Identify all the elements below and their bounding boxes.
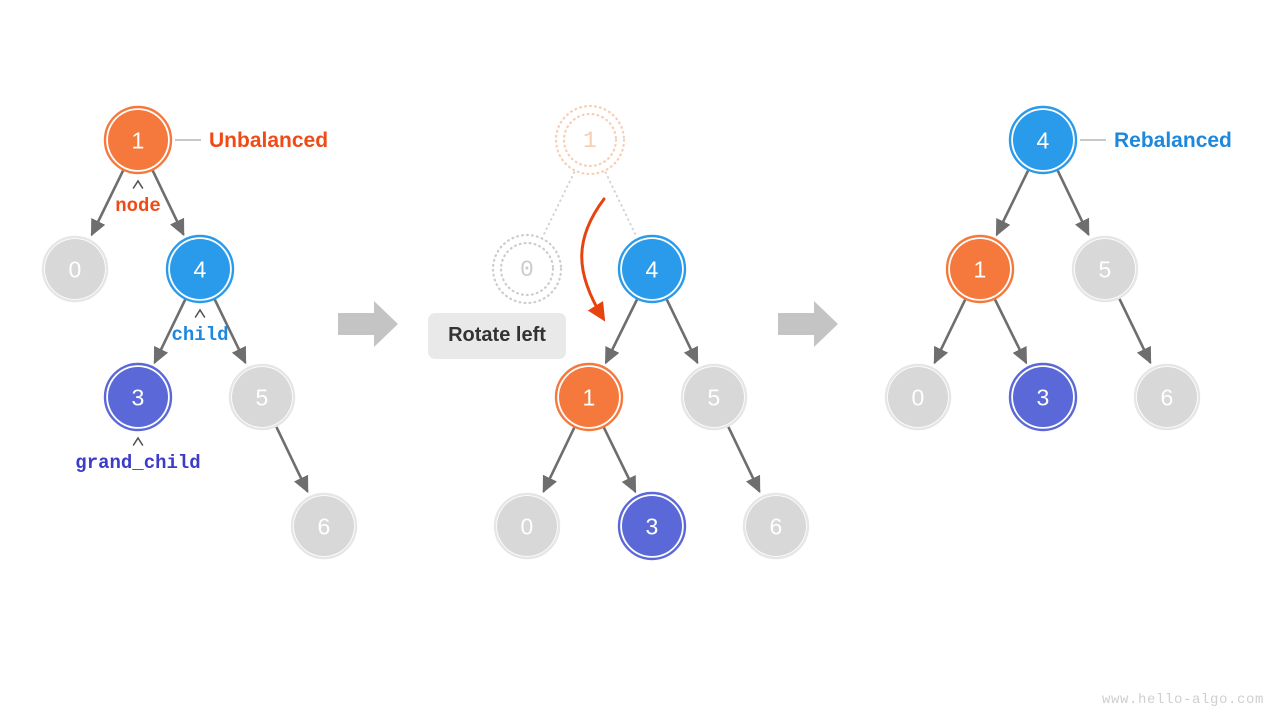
node-outer-ring — [1008, 105, 1078, 175]
tree-node-after-R6[interactable] — [1133, 363, 1201, 431]
tree-edge-during-M1g-M4 — [604, 171, 637, 237]
tree-edge-after-R4-R5 — [1056, 169, 1090, 237]
tree-node-after-R4[interactable] — [1008, 105, 1078, 175]
tree-edge-after-R1-R0 — [933, 298, 967, 365]
tree-edge-during-M4-M5 — [665, 298, 699, 365]
tree-edge-during-M4-M1 — [604, 298, 639, 365]
node-outer-ring — [617, 491, 687, 561]
node-circle — [1137, 367, 1197, 427]
annotation-caret-node — [132, 179, 144, 189]
step-arrow-1 — [338, 301, 398, 347]
callout-rebalanced: Rebalanced — [1114, 129, 1232, 152]
node-circle — [232, 367, 292, 427]
node-outer-ring — [103, 362, 173, 432]
tree-node-after-R0[interactable] — [884, 363, 952, 431]
node-circle — [684, 367, 744, 427]
node-outer-ring — [554, 362, 624, 432]
tree-node-before-L0[interactable] — [41, 235, 109, 303]
tree-node-during-M0[interactable] — [493, 492, 561, 560]
node-circle — [559, 367, 619, 427]
tree-node-after-R1[interactable] — [945, 234, 1015, 304]
node-outer-ring — [945, 234, 1015, 304]
tree-node-after-R3[interactable] — [1008, 362, 1078, 432]
node-circle — [294, 496, 354, 556]
node-outer-ring — [1008, 362, 1078, 432]
rotate-direction-arrow — [580, 197, 606, 322]
tree-node-during-M0g[interactable] — [491, 233, 563, 305]
step-arrow-2 — [778, 301, 838, 347]
node-outer-ring — [742, 492, 810, 560]
tree-node-during-M5[interactable] — [680, 363, 748, 431]
node-circle — [1013, 110, 1073, 170]
node-outer-ring — [228, 363, 296, 431]
annotation-label-grand_child: grand_child — [75, 452, 201, 474]
node-outer-ring — [1133, 363, 1201, 431]
tree-node-after-R5[interactable] — [1071, 235, 1139, 303]
node-outer-ring — [290, 492, 358, 560]
node-outer-ring — [103, 105, 173, 175]
node-outer-ring — [617, 234, 687, 304]
node-circle — [497, 496, 557, 556]
node-outer-ring — [680, 363, 748, 431]
tree-edge-before-L4-L3 — [153, 298, 187, 365]
tree-node-before-L3[interactable] — [103, 362, 173, 432]
node-circle — [888, 367, 948, 427]
node-circle — [170, 239, 230, 299]
node-circle — [746, 496, 806, 556]
tree-edge-after-R1-R3 — [993, 298, 1028, 365]
tree-edge-during-M1g-M0g — [542, 171, 576, 237]
annotation-caret-grand_child — [132, 436, 144, 446]
watermark: www.hello-algo.com — [1101, 692, 1264, 708]
node-outer-ring — [41, 235, 109, 303]
annotation-label-node: node — [115, 195, 161, 217]
tree-node-before-L4[interactable] — [165, 234, 235, 304]
node-outer-ring — [884, 363, 952, 431]
tree-node-before-L5[interactable] — [228, 363, 296, 431]
annotation-caret-child — [194, 308, 206, 318]
tree-node-during-M3[interactable] — [617, 491, 687, 561]
node-circle — [108, 110, 168, 170]
node-inner-ring — [499, 241, 555, 297]
tree-edge-during-M1-M0 — [542, 426, 576, 494]
tree-node-during-M1[interactable] — [554, 362, 624, 432]
callout-unbalanced: Unbalanced — [209, 129, 329, 152]
node-outer-ring — [491, 233, 563, 305]
tree-edge-after-R4-R1 — [995, 169, 1030, 237]
node-circle — [622, 239, 682, 299]
tree-node-before-L1[interactable] — [103, 105, 173, 175]
tree-node-during-M6[interactable] — [742, 492, 810, 560]
tree-edges-layer — [90, 169, 1152, 494]
annotation-label-child: child — [171, 324, 229, 346]
node-inner-ring — [562, 112, 618, 168]
node-circle — [108, 367, 168, 427]
tree-node-during-M4[interactable] — [617, 234, 687, 304]
node-outer-ring — [554, 104, 626, 176]
tree-nodes-layer — [41, 104, 1201, 561]
node-outer-ring — [493, 492, 561, 560]
tree-node-during-M1g[interactable] — [554, 104, 626, 176]
node-circle — [45, 239, 105, 299]
decoration-layer — [132, 139, 1106, 446]
node-outer-ring — [1071, 235, 1139, 303]
node-circle — [622, 496, 682, 556]
node-outer-ring — [165, 234, 235, 304]
tree-edge-before-L1-L0 — [90, 169, 125, 237]
tree-edge-before-L1-L4 — [151, 169, 185, 237]
tree-edge-before-L4-L5 — [213, 298, 247, 365]
node-circle — [950, 239, 1010, 299]
tree-edge-during-M1-M3 — [602, 426, 637, 494]
operation-badge: Rotate left — [428, 313, 566, 359]
tree-edge-before-L5-L6 — [275, 426, 309, 494]
tree-edge-after-R5-R6 — [1118, 298, 1152, 365]
node-circle — [1075, 239, 1135, 299]
tree-edge-during-M5-M6 — [727, 426, 761, 494]
tree-node-before-L6[interactable] — [290, 492, 358, 560]
node-circle — [1013, 367, 1073, 427]
